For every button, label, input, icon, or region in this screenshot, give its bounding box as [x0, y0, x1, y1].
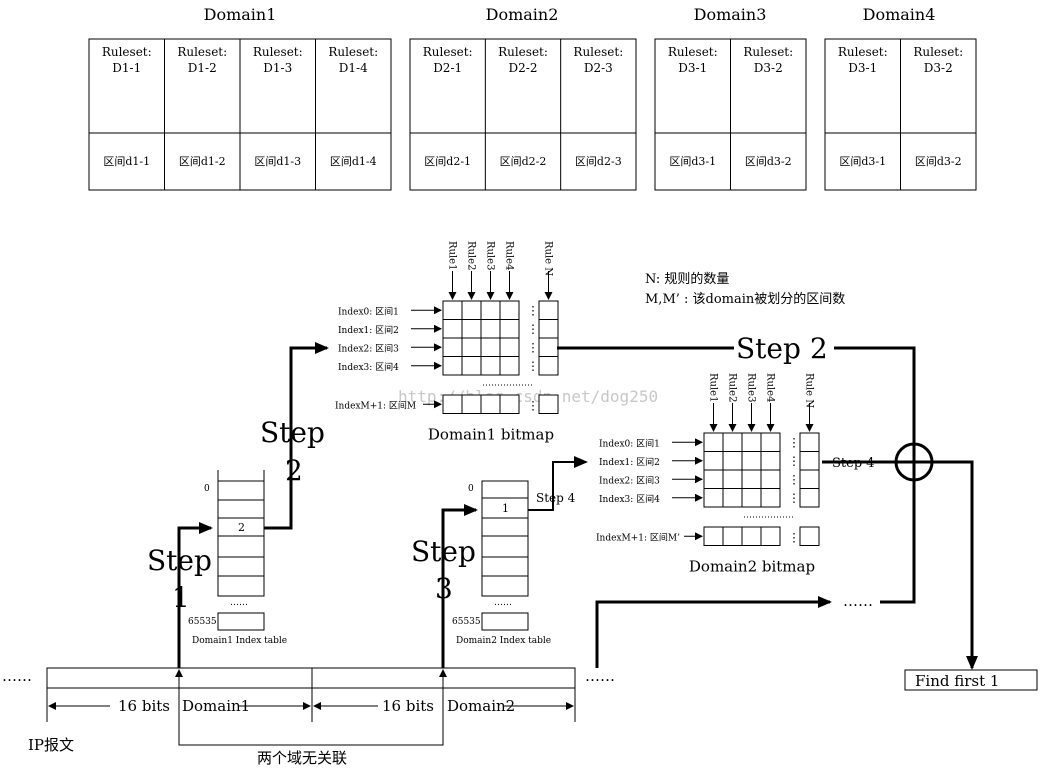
ellipsis: ⋮: [788, 436, 800, 450]
index-table1-value: 2: [238, 521, 245, 534]
step1-num: 1: [172, 581, 190, 614]
interval-cell: 区间d3-2: [915, 155, 962, 168]
interval-cell: 区间d1-3: [254, 155, 301, 168]
ellipsis: ⋮: [527, 341, 539, 355]
interval-cell: 区间d3-2: [745, 155, 792, 168]
rule-label: Rule3: [746, 373, 757, 402]
domain2-bitmap: Rule1 Rule2 Rule3 Rule4 Rule N ⋮ ⋮ ⋮ ⋮ Index0: 区间…: [596, 373, 820, 576]
step2-num: 2: [285, 454, 303, 487]
ruleset-cell: Ruleset:D2-2: [498, 45, 548, 75]
index-label: Index0: 区间1: [338, 305, 399, 317]
bitmap-caption: Domain1 bitmap: [428, 426, 554, 444]
interval-cell: 区间d2-1: [424, 155, 471, 168]
ruleset-cell: Ruleset:D1-3: [253, 45, 303, 75]
ruleset-cell: Ruleset:D3-1: [838, 45, 888, 75]
index-label: Index2: 区间3: [599, 474, 660, 486]
dots-left: ……: [2, 667, 32, 685]
domain2-index-table: 0 1 …… 65535 Domain2 Index table: [452, 480, 551, 646]
combine-circle-icon: [894, 442, 934, 482]
rule-label: Rule1: [447, 241, 458, 270]
ip-packet: 16 bits Domain1 16 bits Domain2 …… …… IP…: [2, 667, 615, 767]
rule-n-label: Rule N: [804, 373, 815, 408]
domain-title: Domain1: [204, 5, 277, 24]
index-table2-top: 0: [468, 484, 474, 494]
ruleset-cell: Ruleset:D2-1: [423, 45, 473, 75]
index-table2-dots: ……: [494, 598, 512, 608]
ellipsis: ⋮: [788, 473, 800, 487]
legend-m: M,M’ : 该domain被划分的区间数: [645, 291, 845, 307]
rule-label: Rule4: [765, 373, 776, 402]
bits2-label: 16 bits: [382, 697, 434, 715]
ruleset-cell: Ruleset:D1-2: [177, 45, 227, 75]
rule-label: Rule1: [708, 373, 719, 402]
interval-cell: 区间d1-2: [179, 155, 226, 168]
domain1-index-table: 0 2 …… 65535 Domain1 Index table: [188, 470, 287, 646]
interval-cell: 区间d2-2: [500, 155, 547, 168]
domain-title: Domain3: [694, 5, 767, 24]
index-table1-caption: Domain1 Index table: [192, 636, 287, 646]
index-table2-bottom: 65535: [452, 617, 481, 627]
ruleset-cell: Ruleset:D2-3: [573, 45, 623, 75]
rule-label: Rule2: [466, 241, 477, 270]
index-label: Index2: 区间3: [338, 342, 399, 354]
ruleset-cell: Ruleset:D3-2: [743, 45, 793, 75]
interval-cell: 区间d3-1: [669, 155, 716, 168]
interval-cell: 区间d1-1: [103, 155, 150, 168]
ruleset-cell: Ruleset:D1-1: [102, 45, 152, 75]
index-label: Index3: 区间4: [338, 361, 399, 373]
interval-cell: 区间d2-3: [575, 155, 622, 168]
interval-cell: 区间d3-1: [839, 155, 886, 168]
rule-label: Rule3: [485, 241, 496, 270]
index-label: Index0: 区间1: [599, 437, 660, 449]
dots-right: ……: [585, 667, 615, 685]
step2-right: Step 2: [736, 332, 828, 365]
bitmap-caption: Domain2 bitmap: [689, 558, 815, 576]
legend-n: N: 规则的数量: [645, 271, 729, 287]
index-table1-bottom: 65535: [188, 617, 217, 627]
rule-label: Rule4: [504, 241, 515, 270]
ellipsis: ⋮: [527, 304, 539, 318]
ellipsis: ⋮: [788, 454, 800, 468]
ellipsis: ⋮: [527, 359, 539, 373]
ellipsis: ⋮: [527, 399, 539, 413]
domain1-bitmap: Rule1 Rule2 Rule3 Rule4 Rule N ⋮ ⋮ ⋮ ⋮ Index0: 区间…: [335, 241, 559, 444]
index-last-label: IndexM+1: 区间M’: [596, 531, 680, 543]
index-last-label: IndexM+1: 区间M: [335, 399, 416, 411]
dom2-label: Domain2: [447, 697, 515, 715]
find-first-label: Find first 1: [915, 672, 999, 690]
ip-label: IP报文: [28, 736, 74, 754]
index-table2-caption: Domain2 Index table: [456, 636, 551, 646]
index-label: Index1: 区间2: [338, 324, 399, 336]
ruleset-cell: Ruleset:D3-2: [913, 45, 963, 75]
dom1-label: Domain1: [182, 697, 250, 715]
find-first-box: [904, 669, 1038, 691]
bits1-label: 16 bits: [118, 697, 170, 715]
domain-title: Domain4: [863, 5, 936, 24]
ellipsis: ⋮: [788, 531, 800, 545]
index-label: Index1: 区间2: [599, 456, 660, 468]
ruleset-cell: Ruleset:D3-1: [668, 45, 718, 75]
index-table1-dots: ……: [230, 598, 248, 608]
rule-label: Rule2: [727, 373, 738, 402]
interval-cell: 区间d1-4: [330, 155, 377, 168]
dots-mid: ……: [843, 592, 873, 610]
index-label: Index3: 区间4: [599, 493, 660, 505]
index-table1-top: 0: [204, 484, 210, 494]
ruleset-cell: Ruleset:D1-4: [328, 45, 378, 75]
index-table2-value: 1: [502, 502, 509, 515]
ellipsis: ⋮: [788, 491, 800, 505]
assoc-label: 两个域无关联: [257, 749, 347, 767]
rule-n-label: Rule N: [543, 241, 554, 276]
ellipsis: ⋮: [527, 322, 539, 336]
step4-a: Step 4: [536, 491, 576, 505]
domain-title: Domain2: [486, 5, 559, 24]
